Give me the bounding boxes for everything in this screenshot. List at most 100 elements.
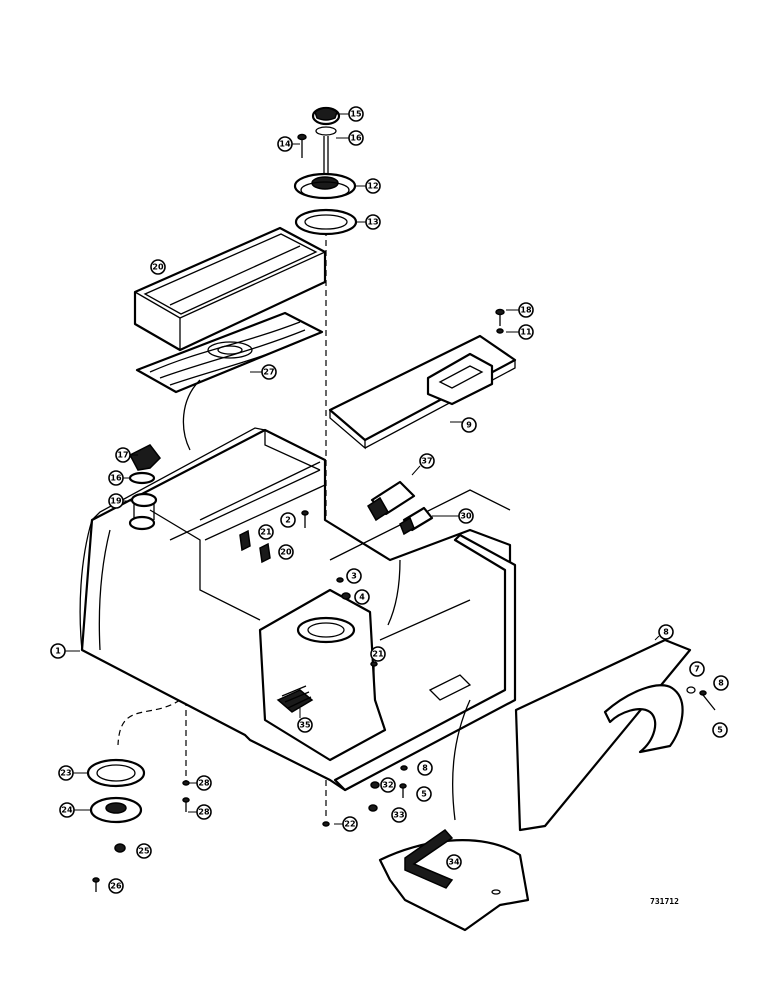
callout-19: 19 [108,493,124,509]
filler-cap-assembly [311,106,341,180]
callout-21b: 21 [370,646,386,662]
svg-text:1: 1 [55,647,61,656]
svg-text:33: 33 [393,811,404,820]
callout-26: 26 [108,878,124,894]
svg-text:5: 5 [421,790,427,799]
svg-text:28: 28 [198,808,210,817]
svg-text:21: 21 [372,650,384,659]
callout-23: 23 [58,765,74,781]
svg-text:12: 12 [367,182,378,191]
svg-text:20: 20 [152,263,164,272]
svg-text:14: 14 [279,140,291,149]
callout-22: 22 [342,816,358,832]
svg-text:4: 4 [359,593,365,602]
callout-12: 12 [365,178,381,194]
callout-20b: 20 [278,544,294,560]
callout-18: 18 [518,302,534,318]
svg-text:28: 28 [198,779,210,788]
svg-text:7: 7 [694,665,700,674]
callout-14: 14 [277,136,293,152]
callout-5: 5 [712,722,728,738]
callout-13: 13 [365,214,381,230]
svg-text:30: 30 [460,512,472,521]
callout-1: 1 [50,643,66,659]
callouts: 15 16 14 12 13 20 18 11 27 9 17 16 19 37… [50,106,729,894]
callout-33: 33 [391,807,407,823]
flange-12 [293,172,357,200]
callout-20: 20 [150,259,166,275]
callout-28a: 28 [196,775,212,791]
flange-24 [89,796,143,824]
svg-text:16: 16 [350,134,362,143]
callout-30: 30 [458,508,474,524]
callout-25: 25 [136,843,152,859]
callout-9: 9 [461,417,477,433]
callout-8: 8 [658,624,674,640]
fasteners [92,510,716,892]
callout-11: 11 [518,324,534,340]
callout-34: 34 [446,854,462,870]
callout-7: 7 [689,661,705,677]
svg-text:20: 20 [280,548,292,557]
svg-text:37: 37 [421,457,432,466]
callout-28b: 28 [196,804,212,820]
callout-2: 2 [280,512,296,528]
strainer-35 [276,685,314,713]
callout-16: 16 [348,130,364,146]
callout-17: 17 [115,447,131,463]
svg-text:26: 26 [110,882,122,891]
svg-text:16: 16 [110,474,122,483]
callout-16b: 16 [108,470,124,486]
plate-23 [86,758,146,788]
svg-text:15: 15 [350,110,362,119]
svg-text:9: 9 [466,421,472,430]
svg-text:11: 11 [520,328,532,337]
arrows [182,379,471,821]
callout-35: 35 [297,717,313,733]
svg-text:22: 22 [344,820,355,829]
callout-4: 4 [354,589,370,605]
tool-inset-34 [378,828,530,932]
callout-32: 32 [380,777,396,793]
fitting-37 [367,480,416,522]
svg-text:21: 21 [260,528,272,537]
callout-24: 24 [59,802,75,818]
tray-20 [133,226,327,352]
wood-pad-27 [135,311,324,394]
cover-plate-9 [328,334,517,450]
svg-text:8: 8 [718,679,724,688]
svg-text:24: 24 [61,806,73,815]
svg-text:2: 2 [285,516,291,525]
svg-text:23: 23 [60,769,71,778]
callout-21: 21 [258,524,274,540]
cover-8 [514,638,692,832]
vent-cap-17 [128,444,161,471]
bolt-18 [495,308,505,334]
gasket-16b [128,471,156,485]
svg-text:8: 8 [422,764,428,773]
svg-text:19: 19 [110,497,122,506]
svg-text:17: 17 [117,451,128,460]
svg-text:35: 35 [299,721,311,730]
svg-text:32: 32 [382,781,393,790]
callout-15: 15 [348,106,364,122]
svg-text:3: 3 [351,572,357,581]
callout-5b: 5 [416,786,432,802]
tank-body-1 [79,427,517,792]
svg-text:18: 18 [520,306,532,315]
svg-text:8: 8 [663,628,669,637]
callout-37: 37 [419,453,435,469]
fitting-30 [399,506,434,536]
figure-code: 731712 [650,897,679,906]
svg-text:5: 5 [717,726,723,735]
callout-8b: 8 [713,675,729,691]
filler-neck-19 [128,492,158,531]
gasket-13 [294,208,358,236]
callout-8c: 8 [417,760,433,776]
svg-text:25: 25 [138,847,150,856]
callout-3: 3 [346,568,362,584]
svg-text:27: 27 [263,368,274,377]
bolt-14 [297,133,307,158]
callout-27: 27 [261,364,277,380]
